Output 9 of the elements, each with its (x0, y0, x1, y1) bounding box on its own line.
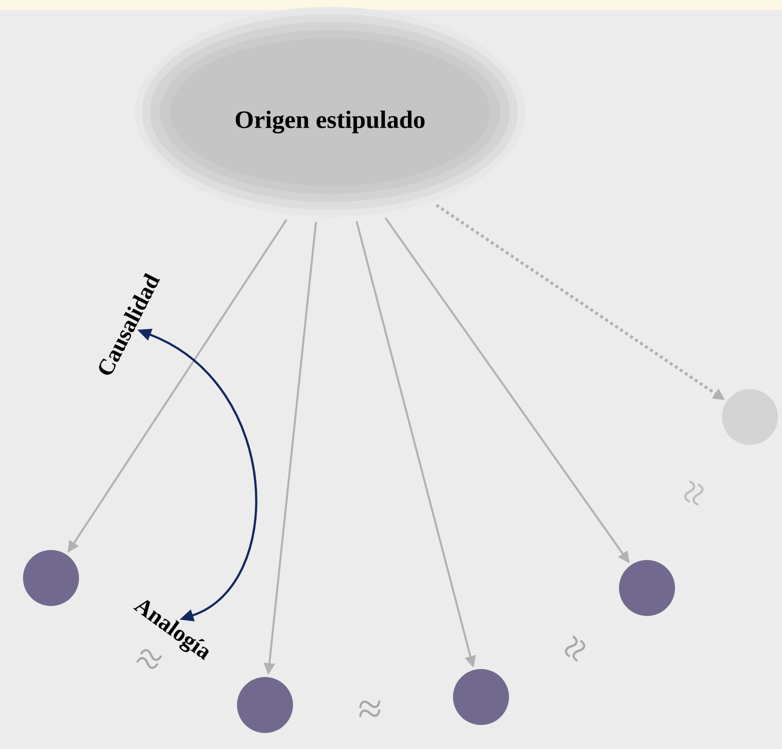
approx-sign: ≈ (684, 480, 704, 506)
approx-sign: ≈ (359, 700, 380, 717)
circle-node (237, 677, 293, 733)
circle-node (453, 669, 509, 725)
circle-node (722, 389, 778, 445)
circle-node (23, 550, 79, 606)
node-label: Origen estipulado (236, 110, 425, 134)
approx-sign: ≈ (564, 635, 586, 662)
circle-node (619, 560, 675, 616)
